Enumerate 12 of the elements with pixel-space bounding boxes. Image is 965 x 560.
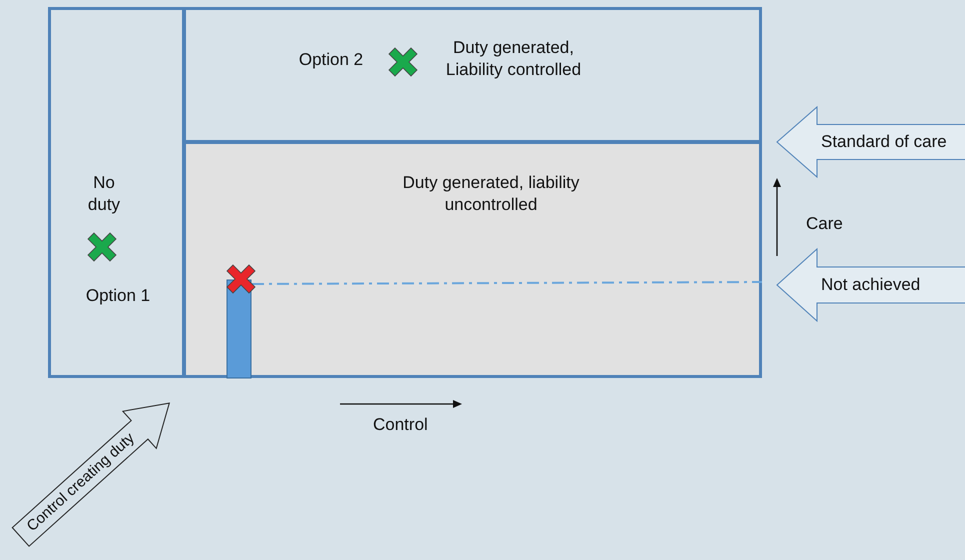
axis-label: Control <box>373 414 428 436</box>
block-arrow <box>777 107 965 177</box>
region-label: Duty generated, Liability controlled <box>444 37 582 81</box>
region-box <box>183 141 762 378</box>
arrow-label: Not achieved <box>821 274 920 296</box>
option-label: Option 2 <box>298 49 364 71</box>
arrow-label: Standard of care <box>821 131 947 153</box>
region-label: Duty generated, liability uncontrolled <box>402 172 580 216</box>
region-label: No duty <box>86 172 122 216</box>
axis-label: Care <box>806 213 843 235</box>
region-label: Option 1 <box>84 285 152 307</box>
block-arrow <box>777 249 965 321</box>
